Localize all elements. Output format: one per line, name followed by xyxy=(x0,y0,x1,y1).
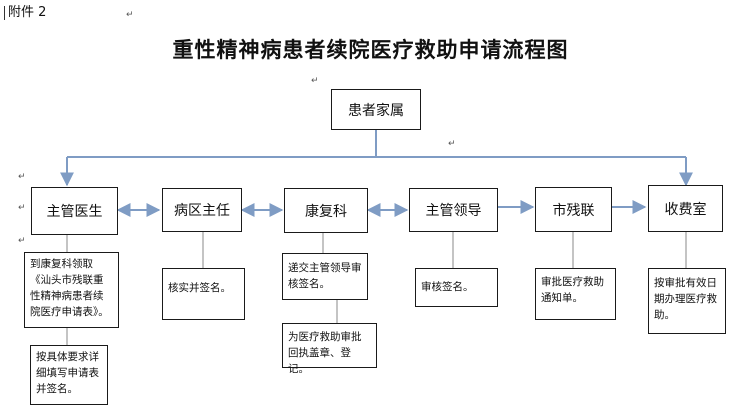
note-doctor-step2: 按具体要求详细填写申请表并签名。 xyxy=(30,345,108,405)
note-rehab-step2: 为医疗救助审批回执盖章、登记。 xyxy=(282,323,377,375)
node-doctor: 主管医生 xyxy=(31,187,118,235)
paragraph-mark: ↵ xyxy=(18,236,26,246)
paragraph-mark: ↵ xyxy=(18,203,26,213)
page-title: 重性精神病患者续院医疗救助申请流程图 xyxy=(172,37,569,62)
paragraph-mark: ↵ xyxy=(448,139,456,149)
node-billing: 收费室 xyxy=(648,185,723,232)
paragraph-mark: ↵ xyxy=(311,76,319,86)
node-leader: 主管领导 xyxy=(409,188,498,232)
note-billing: 按审批有效日期办理医疗救助。 xyxy=(648,268,726,334)
node-ward-director: 病区主任 xyxy=(162,188,242,232)
note-ward-director: 核实并签名。 xyxy=(162,268,245,320)
node-rehab: 康复科 xyxy=(284,188,368,233)
note-leader: 审核签名。 xyxy=(415,268,498,307)
paragraph-mark: ↵ xyxy=(126,10,134,20)
attachment-label: 附件 2 xyxy=(4,6,46,20)
note-doctor-step1: 到康复科领取《汕头市残联重性精神病患者续院医疗申请表》。 xyxy=(24,252,119,328)
paragraph-mark: ↵ xyxy=(18,172,26,182)
node-family: 患者家属 xyxy=(331,89,421,130)
note-rehab-step1: 递交主管领导审核签名。 xyxy=(282,253,368,300)
node-disabled-fed: 市残联 xyxy=(535,187,612,232)
note-disabled-fed: 审批医疗救助通知单。 xyxy=(535,268,616,320)
